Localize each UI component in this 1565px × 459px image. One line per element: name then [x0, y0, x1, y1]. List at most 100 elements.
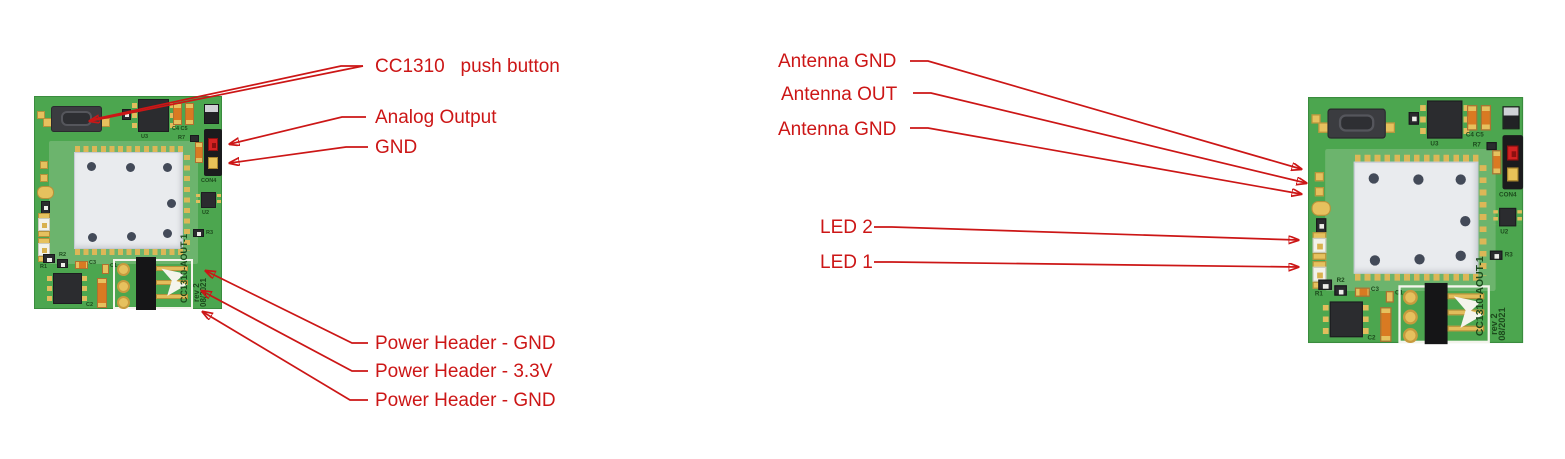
capacitor-c1 [1385, 291, 1394, 303]
label-led-2: LED 2 [820, 217, 873, 238]
silkscreen-ref: C2 [1367, 334, 1376, 342]
capacitor-c2 [1380, 307, 1392, 342]
resistor-r1 [43, 254, 55, 263]
capacitor-c2 [97, 278, 107, 308]
label-antenna-out: Antenna OUT [781, 84, 898, 105]
ic-soic8 [53, 273, 82, 304]
module-pin-dot [126, 163, 135, 172]
silkscreen-ref: U3 [141, 134, 149, 140]
resistor-r1 [1318, 279, 1333, 290]
module-pin-dot [1413, 174, 1424, 185]
analog-output-connector [204, 129, 222, 176]
power-header-plastic [136, 257, 156, 310]
module-pin-dot [163, 163, 172, 172]
ic-u3 [1426, 100, 1463, 139]
leader-line-antenna-gnd-1 [910, 60, 1301, 169]
power-header-hole-gnd [1402, 289, 1418, 305]
silkscreen-ref: U2 [1500, 228, 1509, 236]
resistor-r7 [190, 135, 199, 142]
label-power-header-gnd-bottom: Power Header - GND [375, 390, 556, 411]
capacitor-c5 [185, 103, 194, 125]
silkscreen-ref: R2 [1336, 277, 1345, 285]
antenna-gnd-pad [40, 161, 48, 169]
corner-pad [1311, 114, 1321, 124]
capacitor-c1 [102, 264, 109, 274]
leader-arrow-push-button [90, 65, 364, 121]
diode-d1 [1502, 106, 1520, 130]
resistor-r2 [57, 259, 68, 268]
capacitor-c3 [1354, 287, 1370, 297]
module-pad-row-top [1354, 154, 1479, 162]
cc1310-rf-module [74, 152, 183, 249]
power-header-pin-gnd [156, 294, 188, 299]
resistor-body [1412, 116, 1417, 122]
antenna-out-pad [1314, 187, 1325, 197]
module-pad-row-bottom [1354, 273, 1479, 281]
silkscreen-ref: R3 [1504, 251, 1513, 259]
cc1310-rf-module [1353, 161, 1479, 274]
label-gnd: GND [375, 137, 418, 158]
leader-line-antenna-gnd-2 [910, 127, 1301, 194]
leader-line-antenna-out [913, 92, 1306, 183]
power-header-pin-gnd [1447, 325, 1485, 332]
module-pin-dot [127, 232, 136, 241]
power-header-hole-gnd [117, 263, 130, 276]
ic-pins [1420, 105, 1426, 136]
push-button [1327, 108, 1386, 139]
module-pin-dot [1369, 255, 1381, 266]
power-header-pin-gnd [1447, 293, 1485, 300]
resistor [1408, 112, 1419, 125]
leader-line-gnd [230, 146, 368, 163]
module-pad-column-right [184, 155, 190, 251]
leader-line-power-gnd-top [206, 271, 368, 344]
ic-pins [196, 194, 200, 206]
label-led-1: LED 1 [820, 252, 873, 273]
module-pin-dot [1368, 173, 1379, 184]
label-antenna-gnd-2: Antenna GND [778, 119, 897, 140]
leader-line-led-1 [874, 261, 1298, 267]
leader-line-led-2 [874, 226, 1298, 240]
capacitor-c3 [75, 261, 88, 269]
ic-pins [1322, 304, 1329, 335]
capacitor-c6 [195, 142, 203, 163]
label-power-header-3v3: Power Header - 3.3V [375, 361, 553, 382]
label-antenna-gnd-1: Antenna GND [778, 51, 897, 72]
ic-pins [217, 194, 221, 206]
module-pin-dot [1460, 215, 1471, 227]
module-pin-dot [88, 233, 97, 242]
power-header-hole-3v3 [117, 280, 130, 293]
silkscreen-ref: U3 [1430, 140, 1439, 148]
silkscreen-ref: C2 [86, 302, 94, 308]
label-power-header-gnd-top: Power Header - GND [375, 333, 556, 354]
silkscreen-ref: R1 [40, 264, 48, 270]
silkscreen-ref: C3 [89, 260, 97, 266]
silkscreen-ref: R2 [59, 252, 67, 258]
power-header-hole-3v3 [1402, 309, 1418, 325]
module-pad-row-bottom [75, 249, 183, 255]
power-header-hole-gnd [117, 296, 130, 309]
silkscreen-ref: R7 [1472, 142, 1481, 149]
led-2 [38, 213, 50, 237]
module-pin-dot [167, 199, 176, 208]
capacitor-c6 [1492, 150, 1502, 175]
ic-pins [132, 103, 137, 129]
power-header-plastic [1424, 282, 1448, 345]
ic-pins [170, 103, 175, 129]
resistor-r7 [1486, 142, 1497, 151]
ic-soic8 [1329, 301, 1363, 338]
gnd-pin [208, 157, 218, 169]
analog-output-pin [1507, 145, 1519, 161]
antenna-out-pad [40, 174, 48, 182]
corner-pad [37, 111, 45, 119]
analog-output-connector [1502, 135, 1524, 190]
gnd-pin [1507, 167, 1519, 182]
silkscreen-ref: CON4 [1499, 191, 1517, 199]
silkscreen-ref: R1 [1314, 291, 1323, 298]
ic-pins [1362, 304, 1369, 335]
module-pin-dot [163, 229, 172, 238]
label-analog-output: Analog Output [375, 107, 497, 128]
silkscreen-ref: C4 C5 [172, 126, 188, 132]
silkscreen-ref: R3 [206, 230, 214, 236]
leader-line-push-button [89, 65, 363, 121]
